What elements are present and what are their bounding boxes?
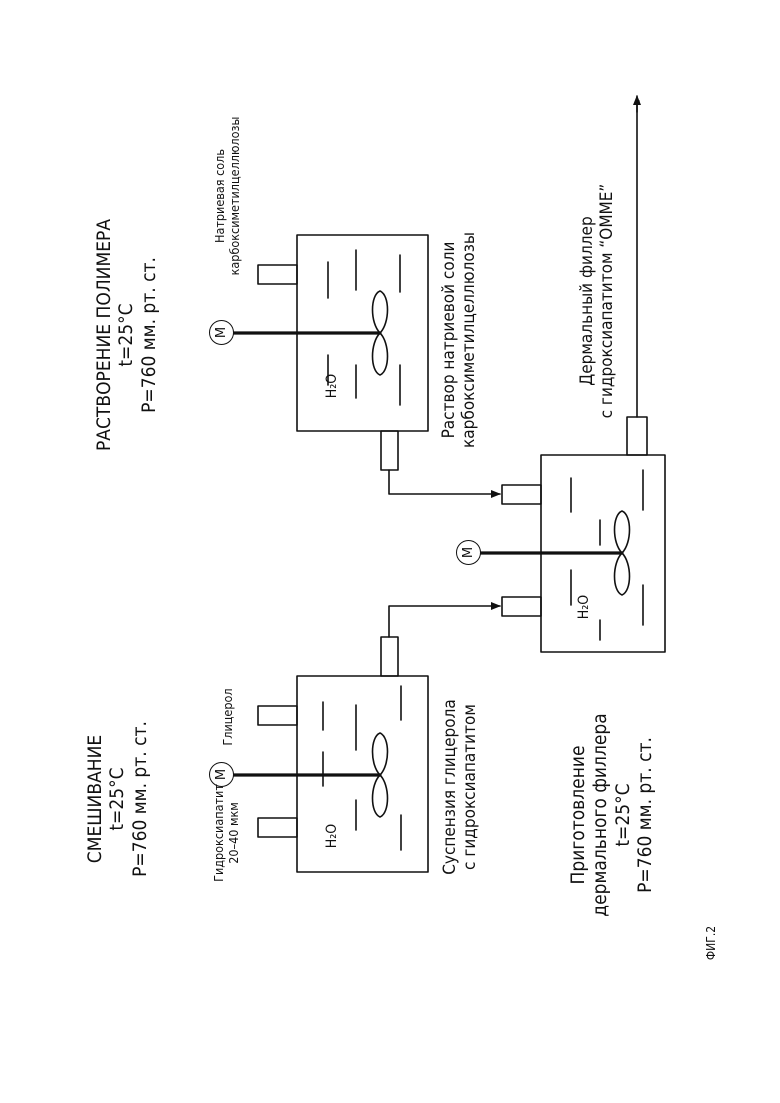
mixing-tank-hydroxyapatite-inlet (258, 818, 297, 837)
dissolution-stage-title: РАСТВОРЕНИЕ ПОЛИМЕРА (93, 190, 115, 480)
dissolution-tank-water-label: H₂O (324, 371, 342, 401)
cmc-name-line2: карбоксиметилцеллюлозы (228, 93, 243, 299)
final-product-line2: с гидроксиапатитом “OMME” (597, 166, 617, 436)
solution-line2: карбоксиметилцеллюлозы (459, 220, 479, 460)
filler-stage-pressure: P=760 мм. рт. ст. (634, 695, 656, 935)
filler-tank-solution-inlet (502, 485, 541, 504)
dissolution-tank-outlet (381, 431, 398, 470)
product-flow-line (637, 101, 639, 417)
final-product-line1: Дермальный филлер (577, 166, 597, 436)
mixing-tank-water-label: H₂O (324, 821, 342, 851)
dissolution-tank-cmc-inlet (258, 265, 297, 284)
filler-tank (479, 417, 665, 652)
mixing-stage-temperature: t=25°C (106, 679, 128, 919)
filler-motor-icon: M (456, 540, 481, 565)
suspension-line2: с гидроксиапатитом (460, 687, 480, 887)
dissolution-stage-heading: РАСТВОРЕНИЕ ПОЛИМЕРА t=25°C P=760 мм. рт… (93, 190, 165, 480)
dissolution-stage-temperature: t=25°C (115, 190, 137, 480)
hydroxyapatite-input-label: Гидроксиапатит 20–40 мкм (212, 768, 246, 898)
glycerol-input-label: Глицерол (221, 677, 239, 757)
dissolution-tank (231, 235, 428, 470)
mixing-tank-glycerol-inlet (258, 706, 297, 725)
hydroxyapatite-size: 20–40 мкм (227, 768, 242, 898)
suspension-line1: Суспензия глицерола (440, 687, 460, 887)
solution-product-label: Раствор натриевой соли карбоксиметилцелл… (439, 220, 483, 460)
filler-motor-label: M (457, 541, 480, 564)
cmc-input-label: Натриевая соль карбоксиметилцеллюлозы (213, 93, 247, 299)
mixing-stage-pressure: P=760 мм. рт. ст. (129, 679, 151, 919)
filler-stage-heading: Приготовление дермального филлера t=25°C… (567, 695, 663, 935)
mixing-tank-outlet (381, 637, 398, 676)
filler-stage-temperature: t=25°C (612, 695, 634, 935)
cmc-name-line1: Натриевая соль (213, 93, 228, 299)
filler-tank-outlet (627, 417, 647, 455)
mixing-stage-title: СМЕШИВАНИЕ (84, 679, 106, 919)
filler-tank-water-label: H₂O (576, 592, 594, 622)
dissolution-motor-label: M (210, 321, 233, 344)
figure-label: ФИГ.2 (704, 913, 722, 973)
mixing-stage-heading: СМЕШИВАНИЕ t=25°C P=760 мм. рт. ст. (84, 679, 156, 919)
solution-flow-arrow (389, 470, 500, 494)
dissolution-motor-icon: M (209, 320, 234, 345)
final-product-label: Дермальный филлер с гидроксиапатитом “OM… (577, 166, 621, 436)
dissolution-stage-pressure: P=760 мм. рт. ст. (138, 190, 160, 480)
hydroxyapatite-name: Гидроксиапатит (212, 768, 227, 898)
suspension-product-label: Суспензия глицерола с гидроксиапатитом (440, 687, 484, 887)
filler-tank-suspension-inlet (502, 597, 541, 616)
solution-line1: Раствор натриевой соли (439, 220, 459, 460)
filler-stage-title-line1: Приготовление (567, 695, 589, 935)
suspension-flow-arrow (389, 606, 500, 637)
filler-stage-title-line2: дермального филлера (589, 695, 611, 935)
